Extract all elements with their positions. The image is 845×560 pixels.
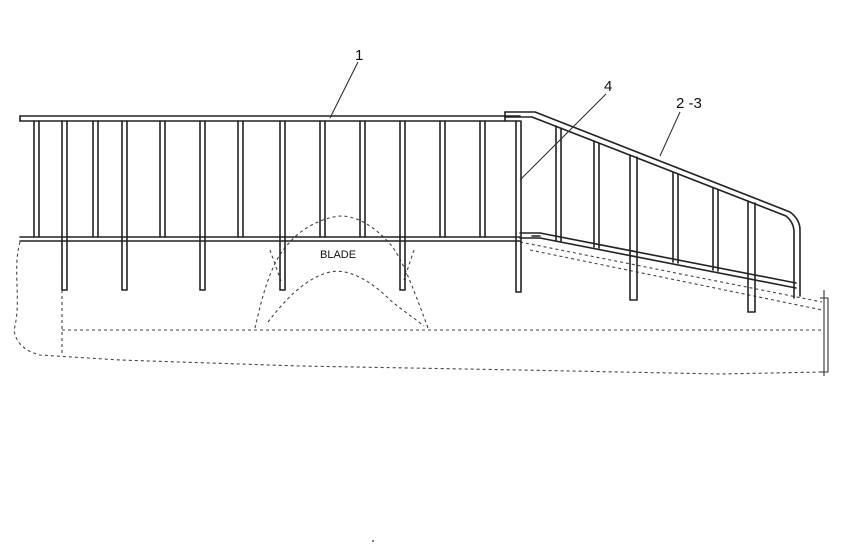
callout-4: 4	[604, 78, 612, 95]
inclined-posts	[555, 125, 756, 313]
leader-4	[519, 93, 607, 181]
main-handrail	[19, 115, 521, 242]
leader-2-3	[659, 111, 681, 157]
blade-label: BLADE	[320, 249, 356, 261]
main-posts	[33, 120, 522, 293]
callout-2-3: 2 -3	[676, 95, 702, 112]
leader-lines	[329, 61, 681, 181]
inclined-handrail	[504, 111, 801, 299]
stray-mark	[372, 540, 374, 542]
callout-1: 1	[355, 47, 363, 64]
blade-outline	[254, 215, 429, 329]
leader-1	[329, 61, 359, 119]
